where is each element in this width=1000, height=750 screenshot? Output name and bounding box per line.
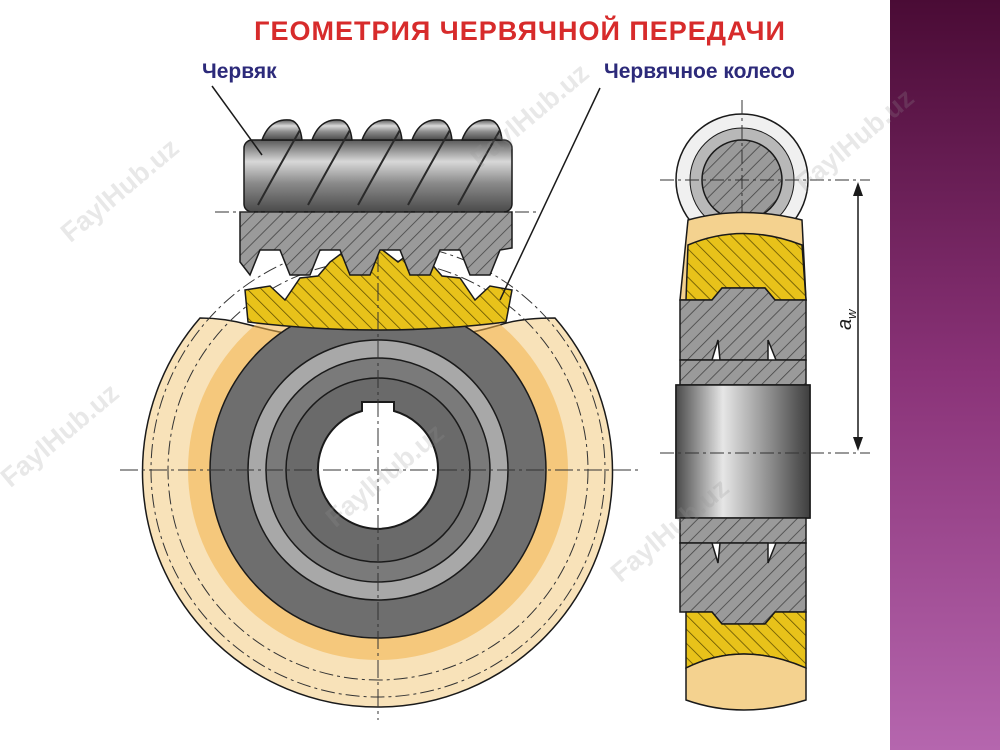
worm-label: Червяк [202,60,277,83]
worm-front-view [215,119,540,277]
dimension-label-aw: aw [834,308,859,330]
worm-wheel-label: Червячное колесо [604,60,795,83]
side-view: aw [660,100,870,711]
decorative-sidebar [890,0,1000,750]
page-title: ГЕОМЕТРИЯ ЧЕРВЯЧНОЙ ПЕРЕДАЧИ [254,16,786,46]
worm-section [239,211,513,277]
wheel-leader [499,87,601,301]
worm-leader [211,85,263,156]
wheel-front-view [120,225,640,720]
wheel-rim-bottom [685,653,807,711]
